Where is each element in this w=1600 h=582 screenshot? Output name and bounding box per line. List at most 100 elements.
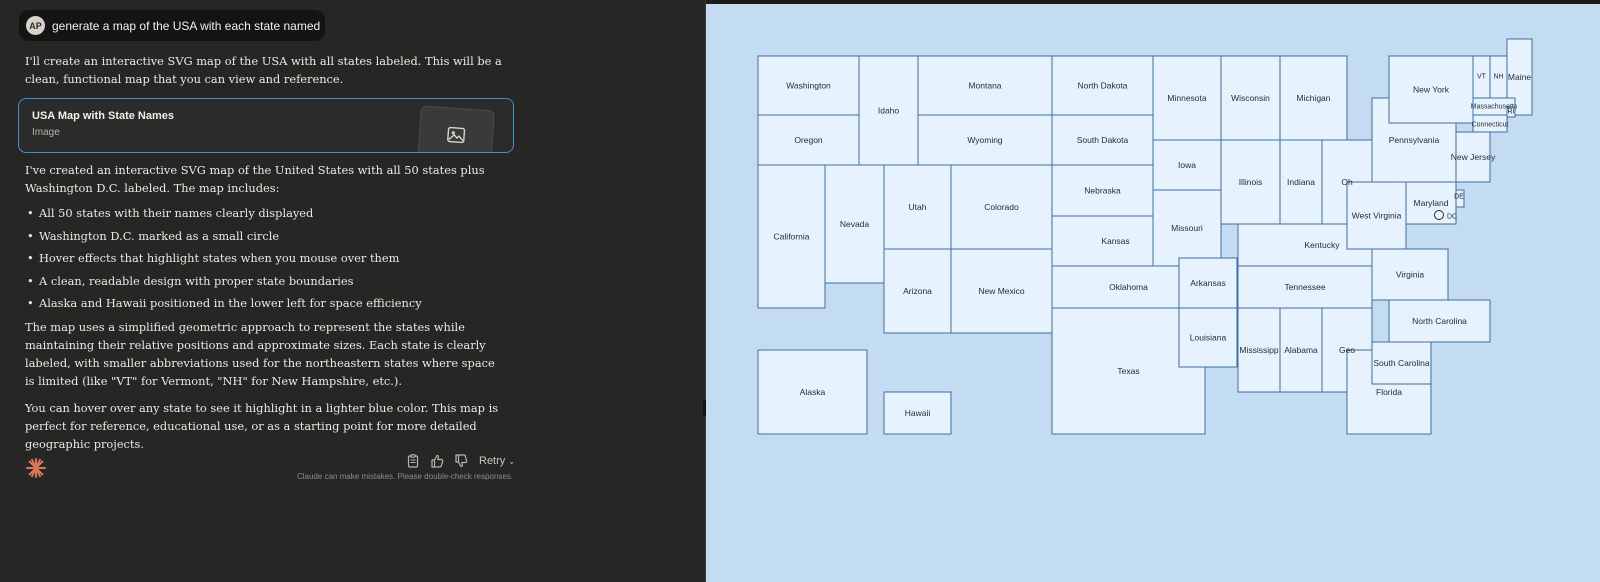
state-label: DE <box>1454 194 1464 201</box>
dc-marker[interactable] <box>1434 210 1444 220</box>
state-label: Nebraska <box>1084 186 1121 196</box>
list-item: Hover effects that highlight states when… <box>25 249 422 272</box>
state-label: NH <box>1493 74 1503 81</box>
state-label: Montana <box>968 81 1001 91</box>
state-label: Florida <box>1376 387 1402 397</box>
state-label: Hawaii <box>905 408 931 418</box>
state-label: Missouri <box>1171 223 1203 233</box>
state-label: Minnesota <box>1167 93 1206 103</box>
state-rhode-island[interactable] <box>1506 106 1516 118</box>
state-label: Arkansas <box>1190 278 1225 288</box>
resize-handle[interactable] <box>703 400 708 416</box>
state-nebraska[interactable] <box>1051 164 1154 217</box>
state-iowa[interactable] <box>1152 139 1222 191</box>
state-label: Connecticut <box>1472 122 1509 129</box>
list-item: All 50 states with their names clearly d… <box>25 204 422 227</box>
state-label: Nevada <box>840 219 870 229</box>
state-montana[interactable] <box>917 55 1053 116</box>
state-delaware[interactable] <box>1455 189 1465 208</box>
state-alaska[interactable] <box>757 349 868 435</box>
chevron-down-icon: ⌄ <box>508 457 516 466</box>
state-new-york[interactable] <box>1388 55 1474 124</box>
state-new-jersey[interactable] <box>1455 131 1491 183</box>
assistant-paragraph-2: The map uses a simplified geometric appr… <box>25 320 495 388</box>
assistant-summary: I've created an interactive SVG map of t… <box>25 163 485 195</box>
state-label: Geo <box>1339 345 1355 355</box>
state-label: Alaska <box>800 387 826 397</box>
state-wisconsin[interactable] <box>1220 55 1281 141</box>
state-north-dakota[interactable] <box>1051 55 1154 116</box>
state-nevada[interactable] <box>824 164 885 284</box>
state-label: Pennsylvania <box>1389 135 1440 145</box>
dc-label: DC <box>1447 214 1457 221</box>
state-west-virginia[interactable] <box>1346 181 1407 250</box>
state-label: VT <box>1477 74 1487 81</box>
state-virginia[interactable] <box>1371 248 1449 301</box>
state-tennessee[interactable] <box>1237 265 1373 309</box>
state-label: Oregon <box>794 135 823 145</box>
preview-topbar <box>706 0 1600 4</box>
state-label: Iowa <box>1178 160 1196 170</box>
list-item: A clean, readable design with proper sta… <box>25 272 422 295</box>
state-label: Oh <box>1341 177 1353 187</box>
state-utah[interactable] <box>883 164 952 250</box>
state-label: New Mexico <box>978 286 1025 296</box>
state-label: RI <box>1508 109 1515 116</box>
state-washington[interactable] <box>757 55 860 116</box>
panel-divider <box>705 0 706 582</box>
image-icon <box>447 126 466 144</box>
state-label: North Dakota <box>1077 81 1127 91</box>
usa-map: WashingtonOregonCaliforniaIdahoNevadaMon… <box>757 38 1533 435</box>
state-label: Washington <box>786 81 831 91</box>
avatar[interactable]: AP <box>26 16 45 35</box>
state-label: Maine <box>1508 72 1531 82</box>
state-label: Virginia <box>1396 270 1424 280</box>
state-label: Texas <box>1117 366 1139 376</box>
state-connecticut[interactable] <box>1472 114 1508 133</box>
state-label: California <box>774 232 810 242</box>
claude-logo-icon <box>26 458 46 478</box>
state-label: Maryland <box>1414 198 1449 208</box>
state-label: Wyoming <box>967 135 1003 145</box>
state-wyoming[interactable] <box>917 114 1053 166</box>
state-arizona[interactable] <box>883 248 952 334</box>
thumbs-down-icon[interactable] <box>453 453 469 469</box>
message-actions: Retry ⌄ <box>405 452 515 470</box>
retry-button[interactable]: Retry ⌄ <box>479 455 515 467</box>
state-california[interactable] <box>757 164 826 309</box>
feature-list: All 50 states with their names clearly d… <box>25 204 422 317</box>
thumbs-up-icon[interactable] <box>429 453 445 469</box>
disclaimer: Claude can make mistakes. Please double-… <box>297 472 514 481</box>
state-label: Illinois <box>1239 177 1263 187</box>
state-arkansas[interactable] <box>1178 257 1238 309</box>
retry-label: Retry <box>479 455 506 467</box>
state-shapes <box>757 38 1533 435</box>
artifact-card[interactable]: USA Map with State Names Image <box>18 98 514 153</box>
clipboard-icon[interactable] <box>405 453 421 469</box>
state-minnesota[interactable] <box>1152 55 1222 141</box>
state-label: Kansas <box>1101 236 1129 246</box>
list-item: Washington D.C. marked as a small circle <box>25 227 422 250</box>
assistant-paragraph-3: You can hover over any state to see it h… <box>25 401 499 451</box>
state-new-mexico[interactable] <box>950 248 1053 334</box>
state-alabama[interactable] <box>1279 307 1323 393</box>
state-label: Louisiana <box>1190 333 1227 343</box>
user-message: AP generate a map of the USA with each s… <box>19 10 325 41</box>
state-louisiana[interactable] <box>1178 307 1238 368</box>
state-label: Mississipp <box>1239 345 1278 355</box>
assistant-intro: I'll create an interactive SVG map of th… <box>25 54 502 86</box>
state-michigan[interactable] <box>1279 55 1348 141</box>
state-label: South Carolina <box>1373 358 1430 368</box>
state-missouri[interactable] <box>1152 189 1222 267</box>
state-hawaii[interactable] <box>883 391 952 435</box>
state-north-carolina[interactable] <box>1388 299 1491 343</box>
list-item: Alaska and Hawaii positioned in the lowe… <box>25 294 422 317</box>
state-label: New Jersey <box>1451 152 1496 162</box>
state-label: Utah <box>909 202 927 212</box>
state-label: Kentucky <box>1305 240 1341 250</box>
state-label: Colorado <box>984 202 1019 212</box>
state-label: West Virginia <box>1352 211 1402 221</box>
state-south-dakota[interactable] <box>1051 114 1154 166</box>
artifact-type: Image <box>32 127 60 138</box>
